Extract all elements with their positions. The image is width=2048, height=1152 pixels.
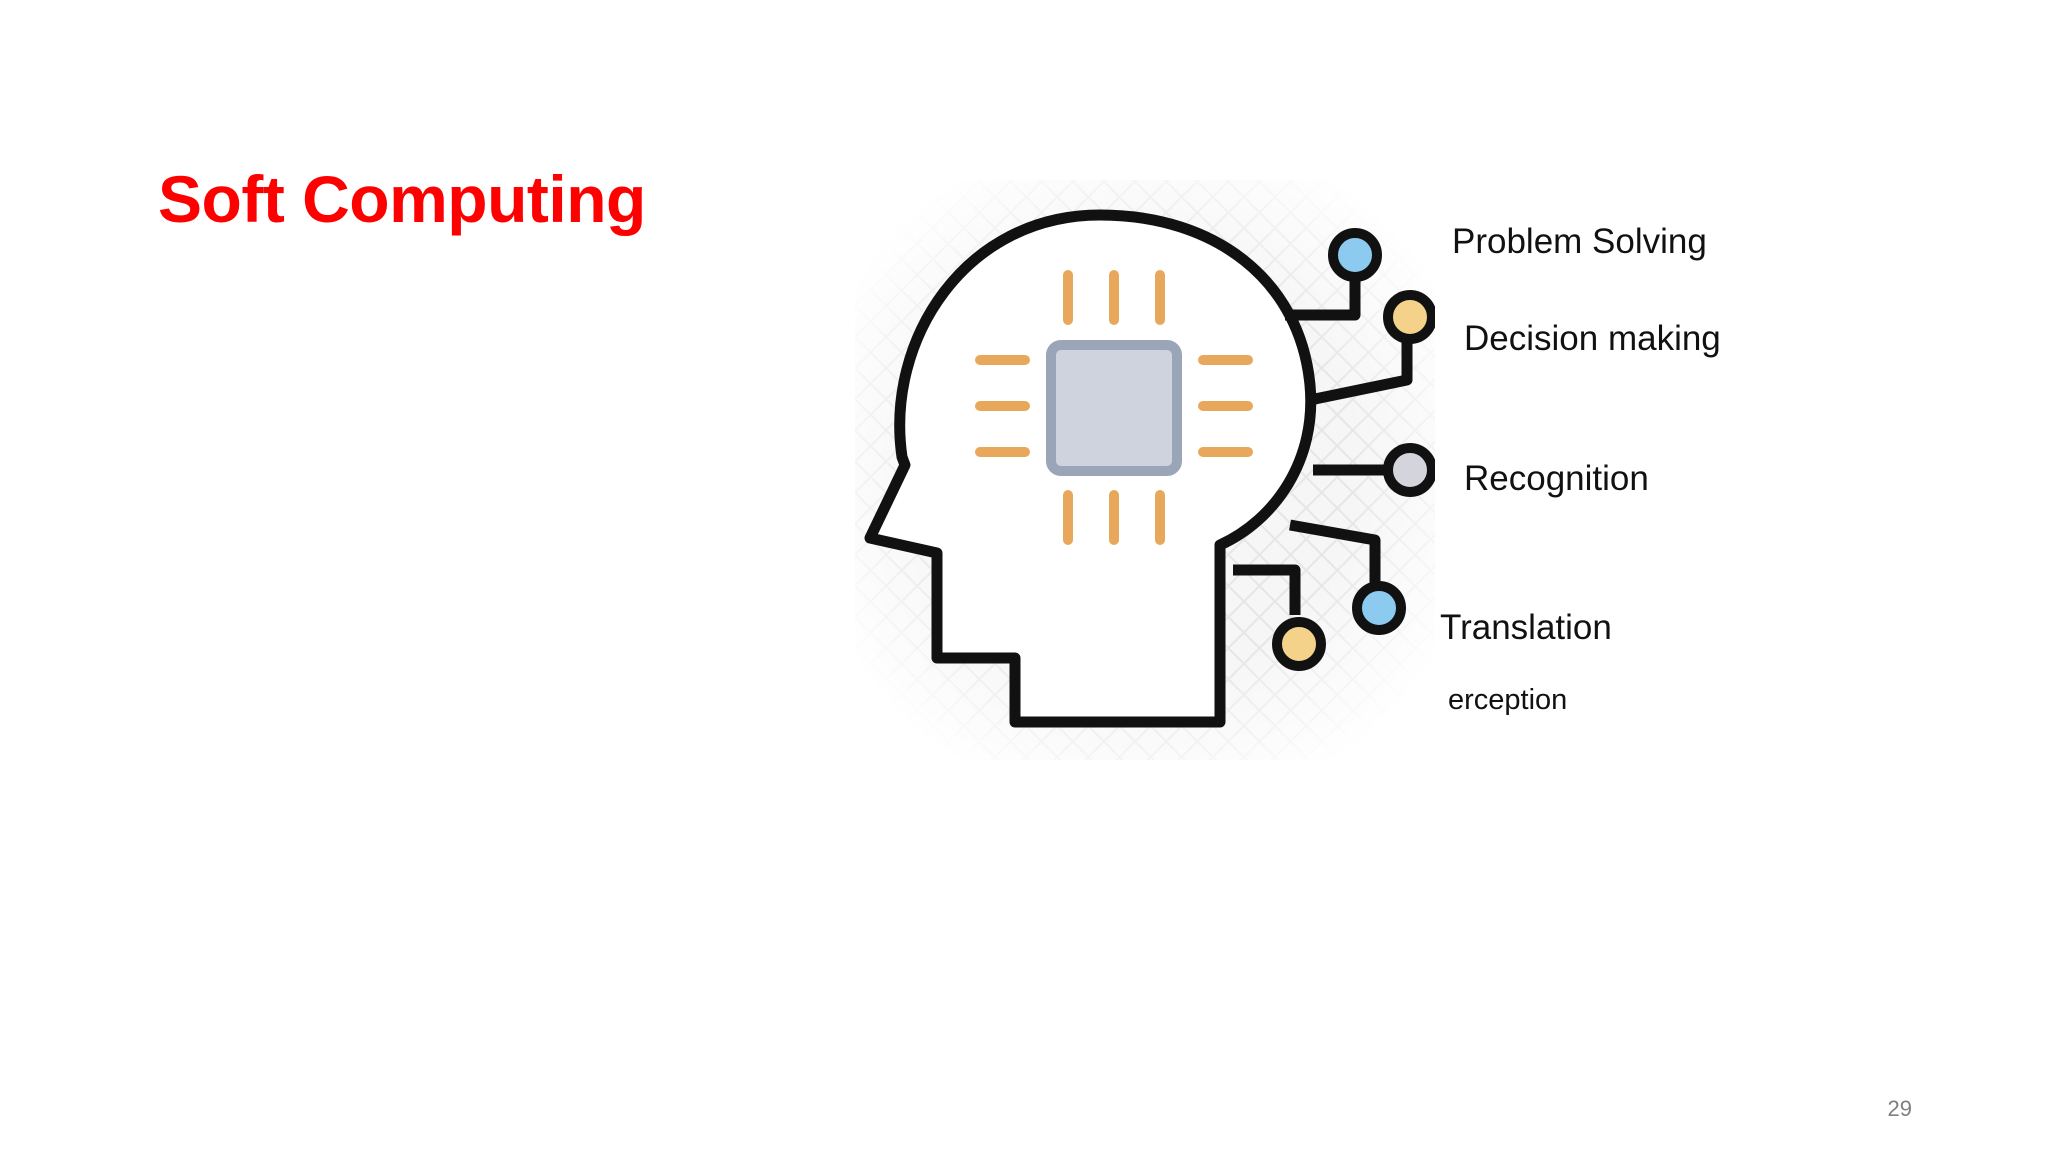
microchip-icon <box>975 270 1253 545</box>
node-problem-solving-icon <box>1328 228 1382 282</box>
page-number: 29 <box>1887 1096 1912 1121</box>
label-perception: erception <box>1448 684 1568 716</box>
node-translation-icon <box>1352 581 1406 635</box>
slide-title: Soft Computing <box>158 162 646 236</box>
node-decision-making-icon <box>1383 290 1435 344</box>
label-recognition: Recognition <box>1464 459 1649 498</box>
label-translation: Translation <box>1440 608 1612 647</box>
label-problem-solving: Problem Solving <box>1452 222 1707 261</box>
node-recognition-icon <box>1383 443 1435 497</box>
label-decision-making: Decision making <box>1464 319 1721 358</box>
head-chip-illustration <box>855 180 1435 760</box>
node-perception-icon <box>1272 617 1326 671</box>
